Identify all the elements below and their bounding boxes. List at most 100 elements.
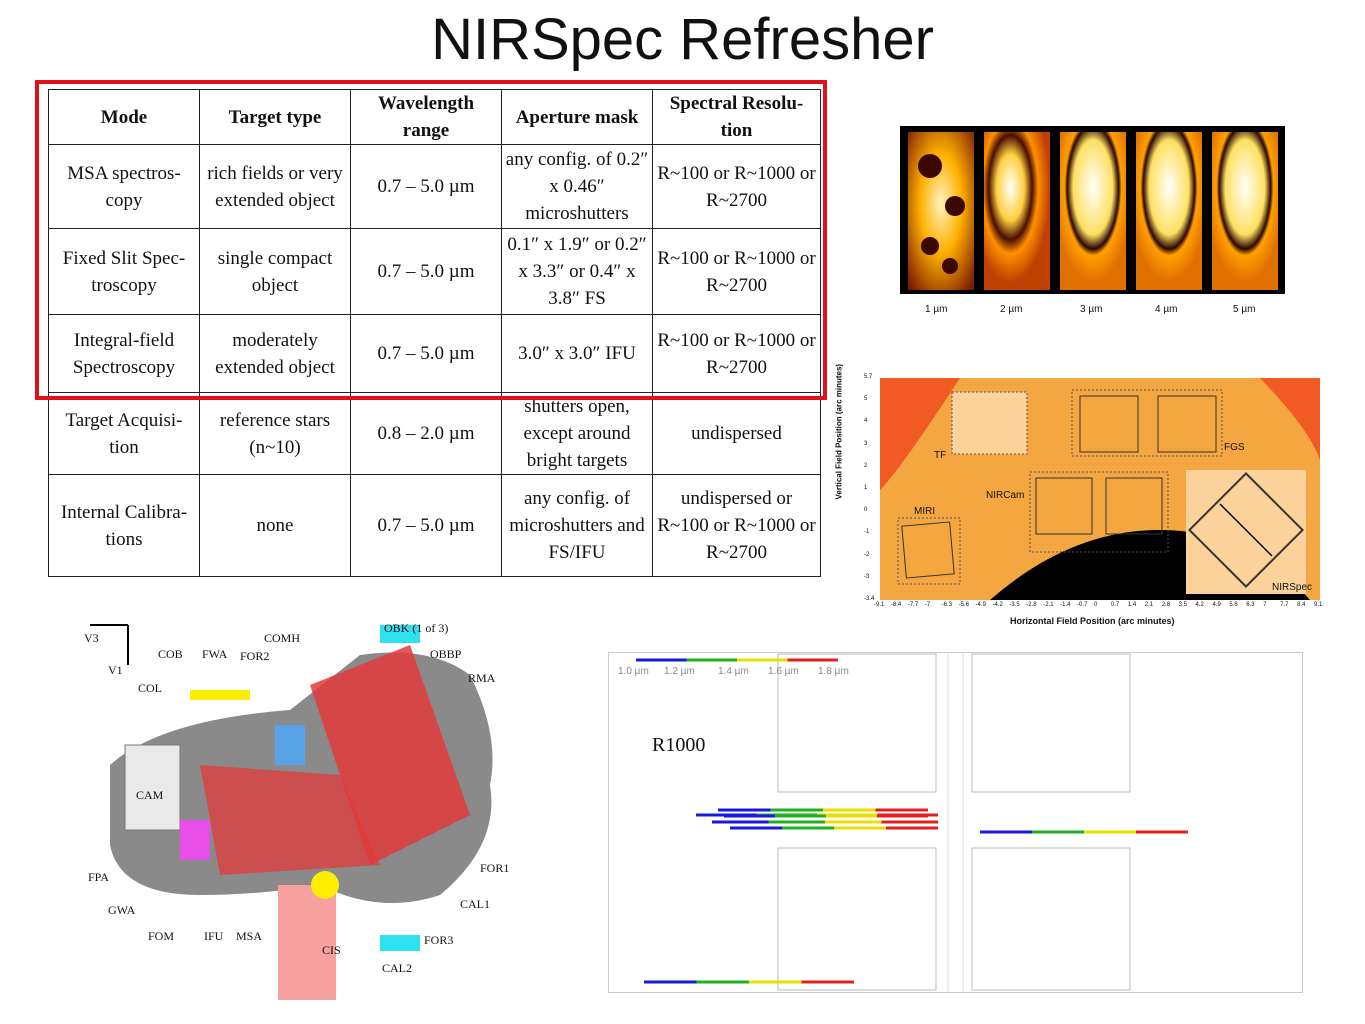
modes-table: Mode Target type Wavelength range Apertu… bbox=[48, 89, 821, 577]
optics-label: MSA bbox=[236, 929, 263, 943]
psf-label: 2 µm bbox=[1000, 304, 1023, 315]
fov-xtick: 2.1 bbox=[1144, 602, 1154, 608]
optics-label: COL bbox=[138, 681, 162, 695]
cell: 0.7 – 5.0 µm bbox=[350, 474, 502, 577]
cell: 0.7 – 5.0 µm bbox=[350, 314, 502, 393]
cell: undispersed bbox=[652, 392, 821, 475]
col-target-type: Target type bbox=[199, 89, 351, 145]
psf-label: 5 µm bbox=[1233, 304, 1256, 315]
optics-label: FOR2 bbox=[240, 649, 270, 663]
fov-xtick: -2.8 bbox=[1026, 602, 1037, 608]
optics-label: OBBP bbox=[430, 647, 462, 661]
fov-xtick: 8.4 bbox=[1297, 602, 1306, 608]
cell: any config. of microshutters and FS/IFU bbox=[501, 474, 653, 577]
table-row: MSA spectros- copy rich fields or very e… bbox=[48, 144, 821, 229]
optics-label: V1 bbox=[108, 663, 123, 677]
psf-label: 1 µm bbox=[925, 304, 948, 315]
fov-xtick: 6.3 bbox=[1246, 602, 1255, 608]
cell: single compact object bbox=[199, 228, 351, 315]
optics-label: FOM bbox=[148, 929, 175, 943]
fov-ytick: -3.4 bbox=[864, 596, 875, 602]
fov-xtick: 5.6 bbox=[1229, 602, 1238, 608]
fov-diagram bbox=[880, 378, 1320, 600]
fov-ytick: 5 bbox=[864, 396, 868, 403]
fov-panel: TF FGS NIRCam MIRI NIRSpec Vertical Fiel… bbox=[835, 364, 1325, 632]
wl-label: 1.8 µm bbox=[818, 666, 849, 677]
optics-label: COB bbox=[158, 647, 183, 661]
spectra-panel: R1000 1.0 µm 1.2 µm 1.4 µm 1.6 µm 1.8 µm bbox=[608, 652, 1303, 994]
fov-xtick: -7 bbox=[924, 602, 931, 608]
col-resolution: Spectral Resolu- tion bbox=[652, 89, 821, 145]
wl-label: 1.0 µm bbox=[618, 666, 649, 677]
optics-label: FWA bbox=[202, 647, 228, 661]
cell: moderately extended object bbox=[199, 314, 351, 393]
cell: Integral-field Spectroscopy bbox=[48, 314, 200, 393]
fov-xtick: -5.6 bbox=[958, 602, 969, 608]
table-row: Internal Calibra- tions none 0.7 – 5.0 µ… bbox=[48, 474, 821, 577]
page-title: NIRSpec Refresher bbox=[431, 7, 934, 72]
col-aperture: Aperture mask bbox=[501, 89, 653, 145]
label-nircam: NIRCam bbox=[986, 490, 1025, 501]
psf-label: 3 µm bbox=[1080, 304, 1103, 315]
fov-ytick: 2 bbox=[864, 462, 868, 469]
fov-xtick: 1.4 bbox=[1127, 602, 1137, 608]
label-miri: MIRI bbox=[914, 506, 936, 517]
wl-label: 1.4 µm bbox=[718, 666, 749, 677]
fov-xtick: 7 bbox=[1263, 602, 1267, 608]
fov-xtick: -6.3 bbox=[941, 602, 953, 608]
cell: Target Acquisi- tion bbox=[48, 392, 200, 475]
cell: 0.8 – 2.0 µm bbox=[350, 392, 502, 475]
fov-xtick: -9.1 bbox=[874, 602, 885, 608]
fov-xtick: -4.9 bbox=[975, 602, 986, 608]
col-mode: Mode bbox=[48, 89, 200, 145]
fov-ytick: 3 bbox=[864, 440, 868, 447]
optics-label: RMA bbox=[468, 671, 496, 685]
optics-label: FPA bbox=[88, 870, 109, 884]
fov-xtick: 0 bbox=[1094, 602, 1098, 608]
optics-label: V3 bbox=[84, 631, 99, 645]
cell: shutters open, except around bright targ… bbox=[501, 392, 653, 475]
fov-ytick: 5.7 bbox=[864, 374, 873, 380]
fov-ytick: -1 bbox=[864, 529, 870, 536]
optics-label: CAL2 bbox=[382, 961, 412, 975]
cell: 0.1″ x 1.9″ or 0.2″ x 3.3″ or 0.4″ x 3.8… bbox=[501, 228, 653, 315]
fov-xtick: 2.8 bbox=[1161, 602, 1171, 608]
optics-label: COMH bbox=[264, 631, 301, 645]
optics-label: CAM bbox=[136, 788, 164, 802]
fov-xtick: 3.5 bbox=[1178, 602, 1187, 608]
cell: R~100 or R~1000 or R~2700 bbox=[652, 314, 821, 393]
cell: undispersed or R~100 or R~1000 or R~2700 bbox=[652, 474, 821, 577]
cell: MSA spectros- copy bbox=[48, 144, 200, 229]
optics-label: CAL1 bbox=[460, 897, 490, 911]
fov-ytick: 4 bbox=[864, 418, 868, 425]
psf-label: 4 µm bbox=[1155, 304, 1178, 315]
cell: none bbox=[199, 474, 351, 577]
label-nirspec: NIRSpec bbox=[1272, 582, 1313, 593]
optics-label: FOR1 bbox=[480, 861, 510, 875]
optics-panel: V3 V1 COB FWA FOR2 COMH OBK (1 of 3) OBB… bbox=[80, 615, 520, 1005]
optics-label: IFU bbox=[204, 929, 224, 943]
highlight-box bbox=[35, 80, 827, 400]
optics-label: OBK (1 of 3) bbox=[384, 621, 449, 635]
cell: 0.7 – 5.0 µm bbox=[350, 144, 502, 229]
optics-label: FOR3 bbox=[424, 933, 454, 947]
fov-ytick: 0 bbox=[864, 507, 868, 514]
fov-xtick: -3.5 bbox=[1009, 602, 1020, 608]
cell: 3.0″ x 3.0″ IFU bbox=[501, 314, 653, 393]
fov-xtick: 0.7 bbox=[1110, 602, 1120, 608]
fov-xtick: -0.7 bbox=[1077, 602, 1088, 608]
label-fgs: FGS bbox=[1224, 442, 1245, 453]
cell: rich fields or very extended object bbox=[199, 144, 351, 229]
fov-xtick: 9.1 bbox=[1314, 602, 1323, 608]
table-row: Target Acquisi- tion reference stars (n~… bbox=[48, 392, 821, 475]
spectra-diagram bbox=[608, 652, 1303, 994]
cell: Internal Calibra- tions bbox=[48, 474, 200, 577]
label-tf: TF bbox=[934, 450, 947, 461]
optics-diagram bbox=[90, 624, 493, 1000]
fov-xtick: -7.7 bbox=[907, 602, 919, 608]
spectra-title: R1000 bbox=[652, 734, 706, 756]
fov-xtick: 4.9 bbox=[1212, 602, 1221, 608]
fov-xtick: 4.2 bbox=[1195, 602, 1204, 608]
fov-xtick: -2.1 bbox=[1043, 602, 1054, 608]
fov-ytick: -2 bbox=[864, 551, 870, 558]
